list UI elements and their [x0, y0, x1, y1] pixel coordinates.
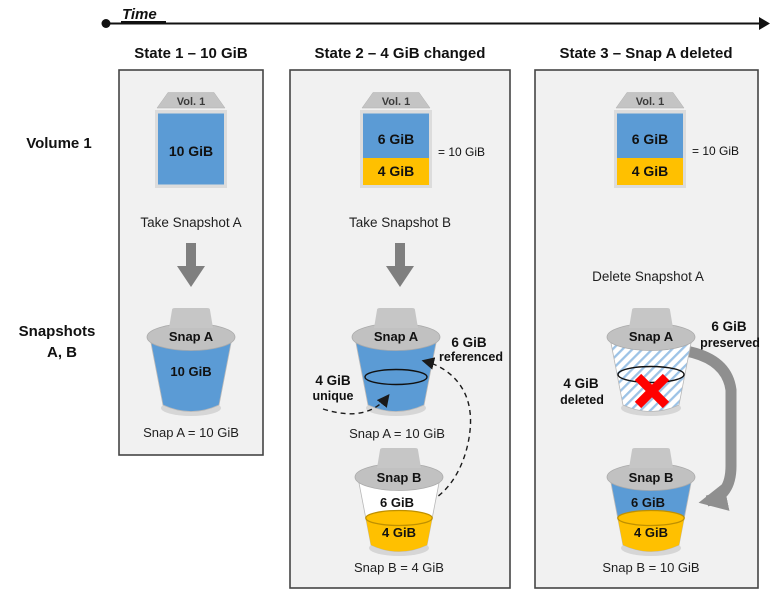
state-1-volume-icon: Vol. 1 10 GiB — [155, 92, 227, 188]
state-1-action-label: Take Snapshot A — [140, 215, 241, 230]
bucket-body-blue — [355, 342, 437, 412]
annotation-4gib-unique: 4 GiB unique — [313, 373, 354, 403]
bucket-orange-fill — [617, 518, 685, 552]
bucket-knob — [169, 308, 213, 328]
split-ellipse-outline — [617, 365, 685, 384]
annotation-size: 4 GiB — [315, 373, 351, 388]
snap-a-bucket-state2: Snap A — [351, 308, 441, 416]
snap-b-caption: Snap B = 10 GiB — [602, 560, 699, 575]
snap-b-top-label: 6 GiB — [631, 495, 665, 510]
state-1-header: State 1 – 10 GiB — [134, 45, 248, 62]
state-3-action-label: Delete Snapshot A — [592, 269, 704, 284]
snap-a-name: Snap A — [169, 329, 214, 344]
state-2-action-label: Take Snapshot B — [349, 215, 451, 230]
snap-a-caption: Snap A = 10 GiB — [349, 426, 445, 441]
snap-b-name: Snap B — [377, 470, 422, 485]
snap-a-caption: Snap A = 10 GiB — [143, 425, 239, 440]
time-label-underline — [121, 21, 166, 23]
dashed-unique-arrow — [322, 394, 390, 415]
annotation-6gib-preserved: 6 GiB preserved — [700, 319, 760, 350]
row-label-snapshots-ab: A, B — [47, 344, 77, 361]
bucket-body-hatched — [610, 342, 692, 412]
volume-tag-label: Vol. 1 — [636, 96, 665, 108]
thick-preserved-arrow — [684, 345, 737, 511]
snap-a-bucket-state3-deleted: Snap A — [606, 308, 696, 416]
annotation-word: referenced — [439, 350, 503, 364]
volume-blue-segment — [363, 113, 429, 158]
snap-a-name: Snap A — [374, 329, 419, 344]
state-2-header: State 2 – 4 GiB changed — [315, 45, 486, 62]
orange-surface-ellipse — [617, 509, 685, 527]
snap-b-bucket-state2: Snap B 6 GiB 4 GiB — [354, 448, 444, 556]
volume-blue-segment — [158, 113, 224, 185]
annotation-size: 6 GiB — [451, 335, 487, 350]
bucket-knob — [629, 308, 673, 328]
volume-blue-segment — [617, 113, 683, 158]
snap-b-bottom-label: 4 GiB — [634, 525, 668, 540]
snap-b-bucket-state3: Snap B 6 GiB 4 GiB — [606, 448, 696, 556]
state-3-header: State 3 – Snap A deleted — [559, 45, 732, 62]
annotation-word: unique — [313, 389, 354, 403]
snap-a-content: 10 GiB — [170, 364, 211, 379]
volume-blue-size-label: 6 GiB — [378, 131, 415, 147]
annotation-size: 4 GiB — [563, 376, 599, 391]
down-arrow-icon — [386, 243, 414, 287]
annotation-4gib-deleted: 4 GiB deleted — [560, 376, 604, 407]
volume-orange-segment — [617, 158, 683, 185]
volume-total-label: = 10 GiB — [692, 144, 739, 158]
time-axis-label: Time — [122, 6, 157, 23]
snap-a-name: Snap A — [629, 329, 674, 344]
volume-tag-shape — [615, 92, 685, 109]
bucket-orange-fill — [365, 518, 433, 552]
snap-a-bucket-state1: Snap A 10 GiB — [146, 308, 236, 416]
red-x-icon — [634, 373, 670, 409]
snap-b-top-label: 6 GiB — [380, 495, 414, 510]
annotation-word: deleted — [560, 393, 604, 407]
bucket-knob — [374, 308, 418, 328]
orange-surface-ellipse — [365, 509, 433, 527]
volume-orange-segment — [363, 158, 429, 185]
volume-tag-shape — [156, 92, 226, 109]
volume-tag-label: Vol. 1 — [382, 96, 411, 108]
snap-b-caption: Snap B = 4 GiB — [354, 560, 444, 575]
volume-blue-size-label: 6 GiB — [632, 131, 669, 147]
time-axis: Time — [101, 6, 770, 30]
state-3-volume-icon: Vol. 1 6 GiB 4 GiB = 10 GiB — [614, 92, 739, 188]
volume-orange-size-label: 4 GiB — [632, 163, 669, 179]
down-arrow-icon — [177, 243, 205, 287]
volume-size-label: 10 GiB — [169, 143, 213, 159]
volume-orange-size-label: 4 GiB — [378, 163, 415, 179]
dashed-referenced-arrow — [421, 357, 472, 502]
snap-b-name: Snap B — [629, 470, 674, 485]
split-ellipse-outline — [364, 368, 428, 386]
volume-tag-label: Vol. 1 — [177, 96, 206, 108]
volume-total-label: = 10 GiB — [438, 145, 485, 159]
bucket-knob — [629, 448, 673, 468]
time-axis-arrowhead-icon — [759, 17, 770, 30]
bucket-knob — [377, 448, 421, 468]
annotation-6gib-referenced: 6 GiB referenced — [439, 335, 503, 364]
snap-b-bottom-label: 4 GiB — [382, 525, 416, 540]
row-label-snapshots: Snapshots — [19, 323, 96, 340]
state-2-volume-icon: Vol. 1 6 GiB 4 GiB = 10 GiB — [360, 92, 485, 188]
volume-tag-shape — [361, 92, 431, 109]
row-label-volume: Volume 1 — [26, 135, 92, 152]
annotation-word: preserved — [700, 336, 760, 350]
annotation-size: 6 GiB — [711, 319, 747, 334]
